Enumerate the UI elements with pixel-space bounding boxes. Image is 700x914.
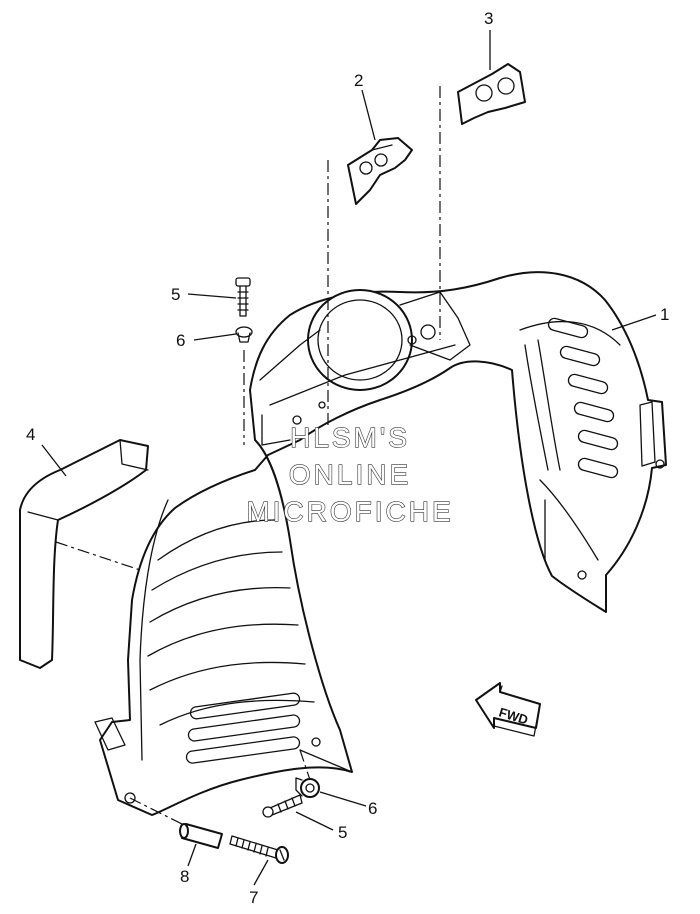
part-1-front-cover — [94, 271, 667, 816]
assembly-lines — [55, 86, 441, 827]
callout-7: 7 — [249, 888, 258, 907]
part-6-grommet-lower — [295, 777, 320, 798]
part-4-pad — [19, 439, 149, 669]
callout-5-lower: 5 — [338, 823, 347, 842]
callout-6-lower: 6 — [368, 799, 377, 818]
callout-4: 4 — [26, 425, 35, 444]
watermark-line-2: ONLINE — [289, 459, 411, 490]
part-3-plate — [457, 63, 526, 125]
leader-lines — [41, 30, 657, 886]
watermark: HLSM'S ONLINE MICROFICHE — [246, 421, 453, 527]
callout-1: 1 — [660, 305, 669, 324]
callout-5-upper: 5 — [171, 285, 180, 304]
callout-8: 8 — [180, 867, 189, 886]
part-5-screw-upper — [235, 277, 251, 317]
watermark-line-3: MICROFICHE — [246, 496, 453, 527]
callout-2: 2 — [354, 71, 363, 90]
part-6-grommet-upper — [235, 326, 253, 343]
part-7-bolt — [229, 835, 289, 864]
fwd-arrow-icon: FWD — [475, 682, 541, 737]
watermark-line-1: HLSM'S — [290, 422, 410, 453]
part-5-screw-lower — [262, 794, 303, 818]
part-2-bracket — [347, 137, 413, 205]
callout-3: 3 — [484, 9, 493, 28]
callout-6-upper: 6 — [176, 331, 185, 350]
part-8-collar — [179, 823, 223, 849]
